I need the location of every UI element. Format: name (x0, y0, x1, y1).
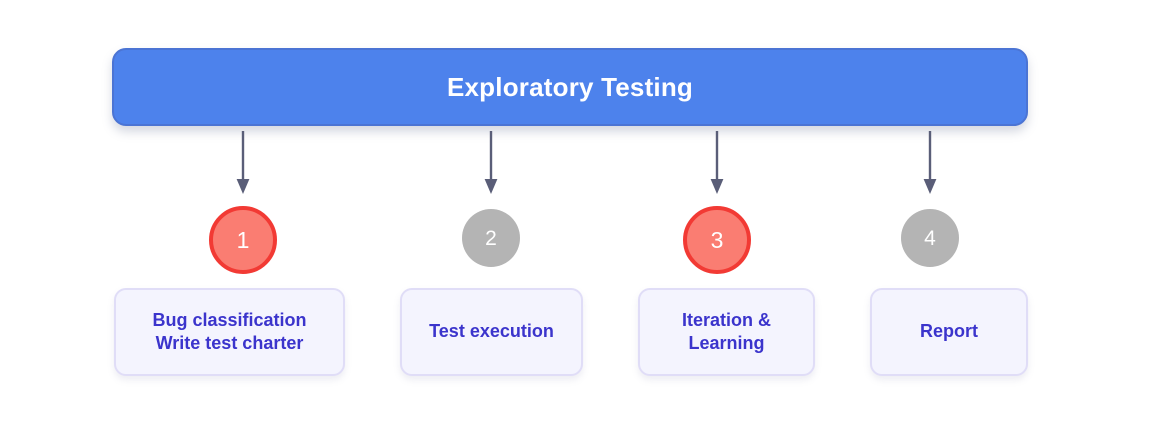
step-circle-4[interactable]: 4 (901, 209, 959, 267)
step-circle-1[interactable]: 1 (209, 206, 277, 274)
step-number-4: 4 (924, 226, 936, 250)
step-label-3: Iteration & Learning (681, 309, 771, 353)
step-box-2[interactable]: Test execution (400, 288, 583, 376)
step-box-4[interactable]: Report (870, 288, 1028, 376)
step-box-1[interactable]: Bug classification Write test charter (114, 288, 345, 376)
step-label-1: Bug classification Write test charter (152, 309, 307, 353)
step-circle-3[interactable]: 3 (683, 206, 751, 274)
step-number-3: 3 (710, 226, 724, 253)
banner-title: Exploratory Testing (446, 72, 694, 102)
banner-exploratory-testing: Exploratory Testing (112, 48, 1028, 126)
step-number-2: 2 (485, 226, 497, 250)
arrow-to-step-1 (236, 131, 250, 195)
arrow-to-step-4 (923, 131, 937, 195)
step-number-1: 1 (236, 226, 250, 253)
step-label-4: Report (920, 321, 978, 342)
step-box-3[interactable]: Iteration & Learning (638, 288, 815, 376)
step-label-2: Test execution (429, 321, 554, 342)
arrow-to-step-3 (710, 131, 724, 195)
arrow-to-step-2 (484, 131, 498, 195)
step-circle-2[interactable]: 2 (462, 209, 520, 267)
